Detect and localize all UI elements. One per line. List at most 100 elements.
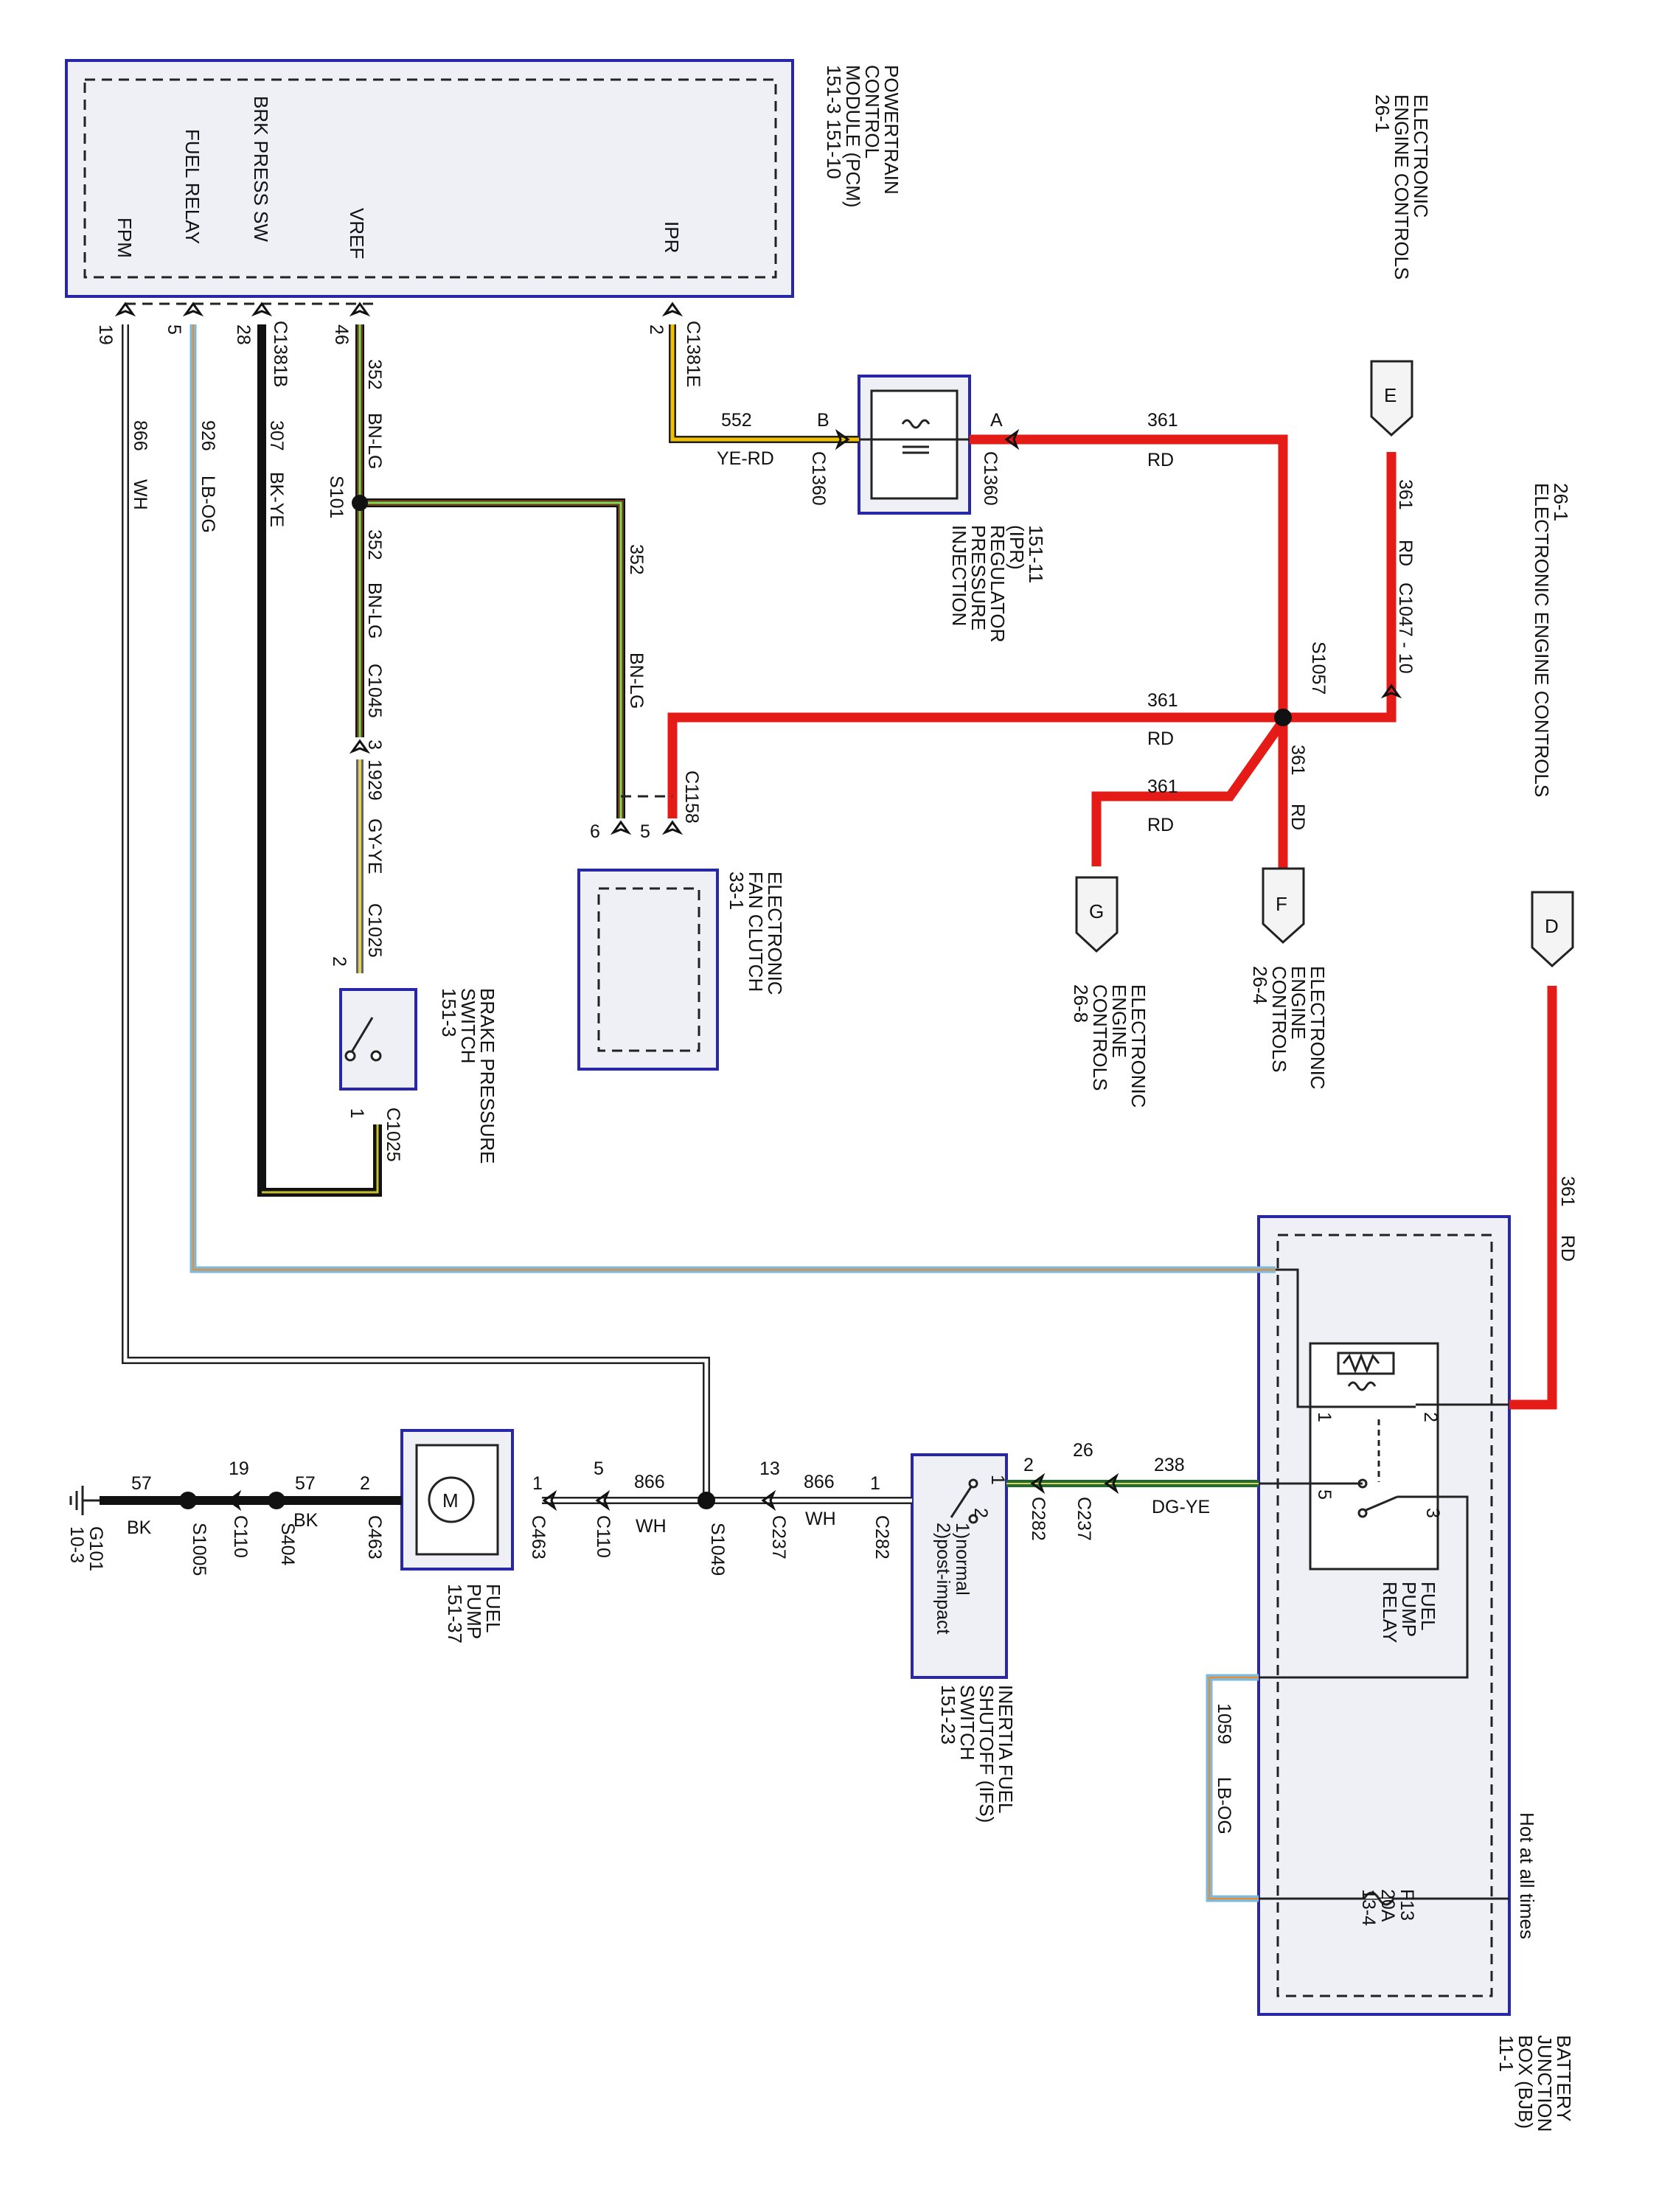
pin-c1158-5: 5	[640, 821, 650, 842]
connector-c110-b: C110	[230, 1515, 251, 1558]
fuel-pump-relay	[1309, 1342, 1439, 1571]
offpage-d: D	[1531, 891, 1574, 968]
pcm-pin-brk: BRK PRESS SW	[250, 96, 272, 242]
svg-text:CONTROLS: CONTROLS	[1089, 984, 1111, 1091]
svg-text:151-3 151-10: 151-3 151-10	[823, 65, 845, 179]
connector-c237-b: C237	[1074, 1497, 1094, 1541]
wire-361-color: RD	[1147, 450, 1174, 470]
pin-num: 2	[646, 324, 667, 335]
relay-term-1: 1	[1314, 1412, 1335, 1422]
label-s1005: S1005	[189, 1523, 209, 1576]
offpage-f: F	[1262, 867, 1305, 945]
connector-c1047: C1047 - 10	[1395, 582, 1416, 674]
wire-361-circuit: 361	[1395, 479, 1416, 510]
svg-text:F: F	[1276, 893, 1287, 915]
svg-text:POWERTRAIN: POWERTRAIN	[880, 65, 902, 195]
wire-361-circuit: 361	[1147, 690, 1178, 711]
svg-text:FUEL: FUEL	[1417, 1582, 1439, 1630]
svg-text:PRESSURE: PRESSURE	[967, 525, 990, 630]
svg-text:11-1: 11-1	[1495, 2035, 1517, 2072]
svg-text:FAN CLUTCH: FAN CLUTCH	[745, 872, 767, 992]
wire-1059-circuit: 1059	[1214, 1703, 1234, 1745]
pcm-pin-vref: VREF	[346, 208, 368, 259]
splice-s1057	[1274, 709, 1292, 726]
label-s404: S404	[277, 1523, 298, 1565]
pin-c282-b: 2	[1023, 1455, 1034, 1475]
fuel-pump-component: M	[400, 1429, 514, 1571]
svg-text:(IPR): (IPR)	[1006, 525, 1028, 570]
fuel-pump-motor-symbol: M	[442, 1489, 459, 1512]
pcm-module	[65, 59, 794, 298]
connector-c110-a: C110	[593, 1515, 613, 1558]
svg-text:151-3: 151-3	[438, 988, 460, 1037]
ifs-title: INERTIA FUEL SHUTOFF (IFS) SWITCH 151-23	[937, 1685, 1017, 1823]
svg-text:33-1: 33-1	[726, 872, 748, 910]
wire-361-circuit: 361	[1147, 776, 1178, 797]
ground-label: G101 10-3	[66, 1526, 106, 1571]
connector-c1360-a: C1360	[980, 451, 1001, 506]
wire-57-color: BK	[127, 1517, 152, 1538]
brake-switch-title: BRAKE PRESSURE SWITCH 151-3	[438, 988, 498, 1164]
label-s1049: S1049	[707, 1523, 728, 1576]
wire-57-circuit: 57	[295, 1473, 316, 1494]
wire-866-color: WH	[805, 1509, 836, 1529]
pcm-pin-fpm: FPM	[114, 218, 136, 258]
wire-352-color: BN-LG	[364, 413, 385, 469]
connector-c1158: C1158	[681, 771, 702, 824]
svg-text:PUMP: PUMP	[463, 1584, 485, 1639]
wire-866-color: WH	[130, 479, 150, 510]
connector-c237-a: C237	[768, 1515, 789, 1559]
svg-text:26-8: 26-8	[1070, 984, 1092, 1023]
wire-866-circuit: 866	[130, 420, 150, 451]
pin-c110-b: 19	[229, 1458, 249, 1479]
svg-text:F13: F13	[1397, 1889, 1417, 1921]
svg-text:FUEL: FUEL	[482, 1584, 504, 1632]
wire-361-color: RD	[1147, 815, 1174, 835]
wire-352-circuit: 352	[626, 544, 647, 575]
svg-text:SWITCH: SWITCH	[956, 1685, 978, 1761]
relay-term-3: 3	[1422, 1508, 1443, 1518]
pin-c1360-b: B	[817, 410, 830, 431]
label-s101: S101	[326, 476, 347, 518]
ifs-switch-component	[911, 1453, 1008, 1679]
ipr-title: INJECTION PRESSURE REGULATOR (IPR) 151-1…	[948, 525, 1047, 642]
wire-866-circuit: 866	[634, 1472, 665, 1492]
svg-text:13-4: 13-4	[1358, 1889, 1379, 1926]
fan-clutch-component	[577, 869, 719, 1071]
brake-pressure-switch-component	[339, 988, 417, 1091]
wire-926-circuit: 926	[198, 420, 218, 451]
wire-866-color: WH	[636, 1516, 667, 1537]
connector-c463-a: C463	[364, 1515, 385, 1559]
svg-text:151-11: 151-11	[1025, 525, 1047, 583]
wire-552-circuit: 552	[721, 410, 752, 431]
pin-c1045: 3	[364, 740, 385, 750]
svg-text:26-1: 26-1	[1371, 94, 1394, 133]
svg-text:ELECTRONIC: ELECTRONIC	[1127, 984, 1150, 1108]
wire-361-color: RD	[1395, 540, 1416, 566]
pcm-pin-ipr: IPR	[661, 221, 683, 253]
wire-361-color: RD	[1287, 804, 1308, 830]
svg-text:ENGINE: ENGINE	[1287, 966, 1310, 1040]
splices	[179, 495, 1292, 1509]
ref-eec-g: ELECTRONIC ENGINE CONTROLS 26-8	[1070, 984, 1150, 1108]
wire-352-color: BN-LG	[364, 582, 385, 639]
wire-1929-circuit: 1929	[364, 759, 385, 801]
svg-text:BRAKE PRESSURE: BRAKE PRESSURE	[476, 988, 498, 1164]
svg-text:REGULATOR: REGULATOR	[987, 525, 1009, 642]
pin-c1360-a: A	[990, 410, 1003, 431]
splice-s404	[268, 1492, 285, 1509]
connector-c1381b: C1381B	[270, 321, 291, 387]
svg-text:ENGINE CONTROLS: ENGINE CONTROLS	[1391, 94, 1413, 279]
relay-title: FUEL PUMP RELAY	[1379, 1582, 1439, 1643]
svg-text:G101: G101	[86, 1526, 106, 1571]
pin-c110-a: 5	[594, 1458, 604, 1479]
svg-text:CONTROLS: CONTROLS	[1268, 966, 1290, 1072]
pin-c282-a: 1	[870, 1473, 880, 1494]
pcm-pin-fuel-relay: FUEL RELAY	[181, 129, 204, 244]
svg-text:151-23: 151-23	[937, 1685, 959, 1745]
svg-text:MODULE (PCM): MODULE (PCM)	[842, 65, 864, 208]
svg-text:INJECTION: INJECTION	[948, 525, 970, 626]
ifs-positions: 1)normal 2)post-impact	[933, 1523, 973, 1634]
wire-352-circuit: 352	[364, 529, 385, 560]
ref-eec-top: ELECTRONIC ENGINE CONTROLS 26-1	[1371, 94, 1432, 279]
